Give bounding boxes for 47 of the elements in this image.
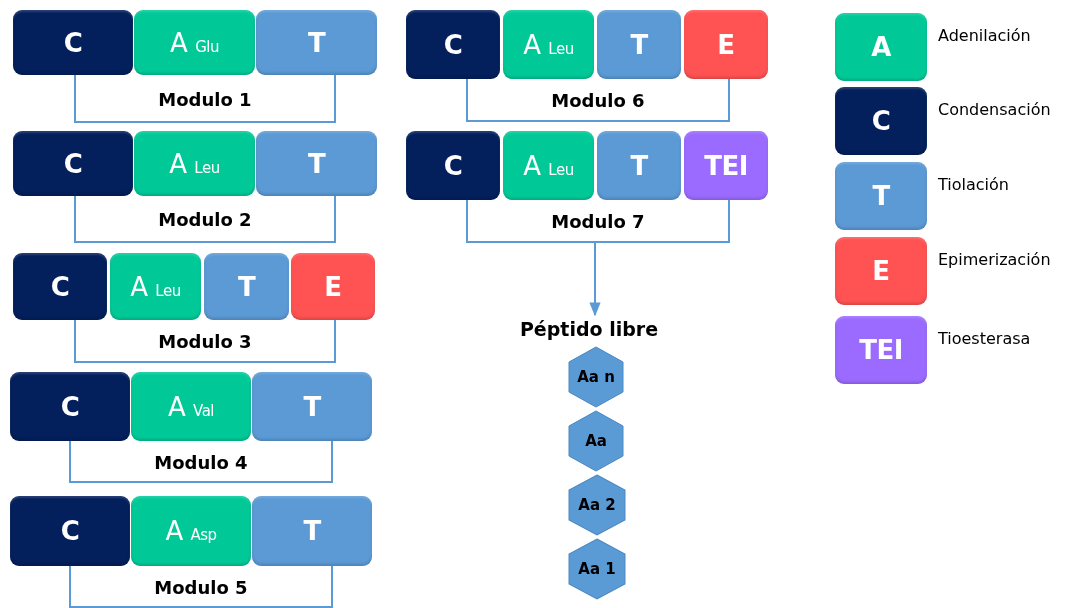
domain-box: E [835,237,927,305]
domain-box: C [406,131,500,200]
description-label: Tiolación [938,174,1009,194]
domain-box: C [13,253,107,320]
arrow [589,241,601,317]
module-bracket [74,74,336,123]
edge-label: Modulo 1 [158,88,252,109]
domain-box: C [406,10,500,79]
domain-box: E [291,253,375,320]
domain-box: TEI [684,131,768,200]
description-label: Tioesterasa [938,328,1031,348]
edge-label: Modulo 4 [154,451,248,472]
hexagon-shape: Aa 2 [568,474,626,536]
edge-label: Modulo 6 [551,89,645,111]
module-bracket [69,440,333,483]
domain-box: T [252,496,372,566]
description-label: Condensación [938,99,1051,119]
domain-box: C [835,87,927,155]
domain-box: T [597,131,681,200]
domain-box: T [204,253,289,320]
description-label: Epimerización [938,249,1051,269]
domain-box: T [256,10,377,75]
domain-box: E [684,10,768,79]
module-bracket [466,78,730,122]
edge-label: Modulo 7 [551,210,645,232]
module-bracket [466,199,730,243]
module-bracket [74,319,336,363]
hexagon-shape: Aa n [568,346,624,408]
edge-label: Modulo 5 [154,576,248,597]
domain-box: C [13,131,133,196]
module-bracket [69,565,333,608]
domain-box: T [256,131,377,196]
module-bracket [74,195,336,243]
domain-box: C [13,10,133,75]
domain-box: T [597,10,681,79]
hexagon-shape: Aa 1 [568,538,626,600]
description-label: Adenilación [938,25,1031,45]
edge-label: Modulo 2 [158,208,252,230]
domain-box: T [252,372,372,441]
domain-box: C [10,496,130,566]
edge-label: Modulo 3 [158,330,252,352]
domain-box: C [10,372,130,441]
domain-box: TEI [835,316,927,384]
domain-box: A [835,13,927,81]
domain-box: T [835,162,927,230]
hexagon-shape: Aa [568,410,624,472]
output-label: Péptido libre [519,318,659,340]
